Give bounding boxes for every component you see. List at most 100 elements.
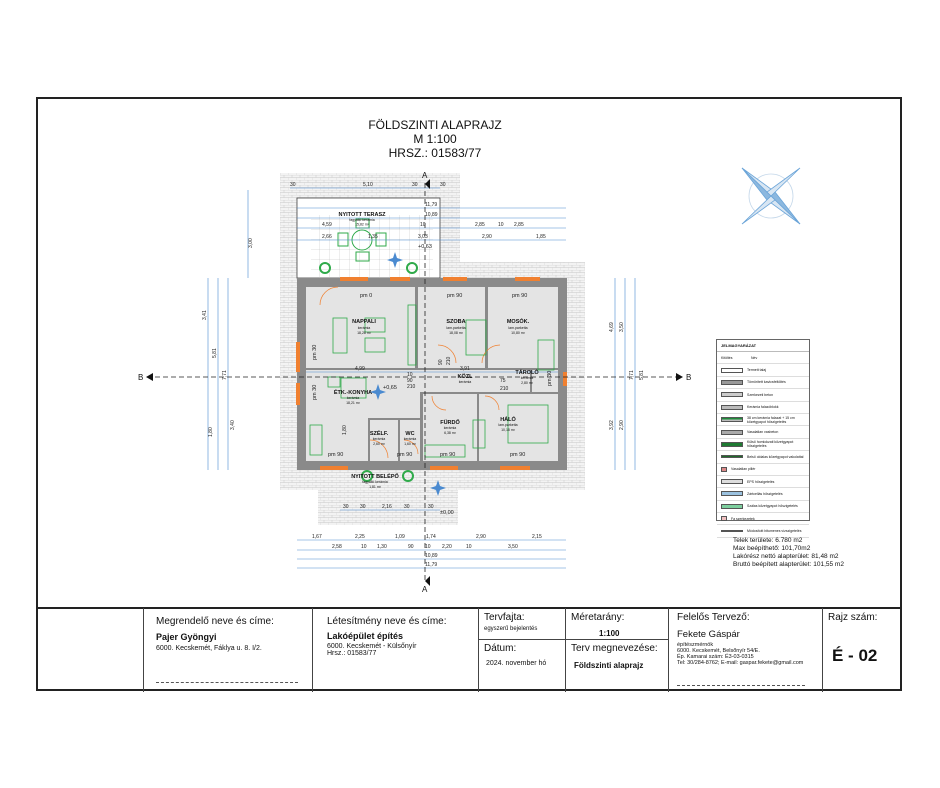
legend-item: Módosított bitumenes vízszigetelés (717, 525, 809, 538)
drawing-title: FÖLDSZINTI ALAPRAJZ M 1:100 HRSZ.: 01583… (360, 118, 510, 160)
client-name: Pajer Gyöngyi (156, 632, 217, 642)
svg-text:18,28 m²: 18,28 m² (357, 331, 372, 335)
dim-text: 90 (438, 359, 444, 365)
client-signature-line (156, 682, 298, 683)
dim-text: 3,00 (248, 238, 254, 248)
dim-text: 2,25 (355, 534, 365, 540)
dim-text: 30 (343, 504, 349, 510)
plan-type: egyszerű bejelentés (484, 626, 538, 632)
plan-type-cell: Tervfajta: egyszerű bejelentés Dátum: 20… (478, 608, 566, 692)
dim-text: 30 (412, 182, 418, 188)
svg-text:SZÉLF.: SZÉLF. (370, 429, 389, 437)
svg-text:2,80 m²: 2,80 m² (521, 381, 534, 385)
svg-text:TÁROLÓ: TÁROLÓ (515, 368, 539, 376)
area-line: Lakórész nettó alapterület: 81,48 m2 (733, 553, 839, 560)
drawing-frame (36, 97, 902, 691)
designer-cell: Felelős Tervező: Fekete Gáspár építészmé… (668, 608, 822, 692)
dim-text: 2,90 (482, 234, 492, 240)
parapet-label: pm 90 (510, 452, 525, 458)
designer-detail: Tel: 30/284-8762; E-mail: gaspar.fekete@… (677, 660, 804, 666)
svg-text:kerámia: kerámia (404, 437, 417, 441)
area-line: Max beépíthető: 101,70m2 (733, 545, 811, 552)
dim-text: 30 (360, 504, 366, 510)
svg-text:kerámia: kerámia (358, 326, 371, 330)
parapet-label: pm 30 (312, 345, 318, 360)
dim-text: 90 (407, 378, 413, 384)
dim-text: 11,79 (425, 202, 437, 208)
svg-text:fagyálló kerámia: fagyálló kerámia (362, 480, 388, 484)
dim-text: 90 (408, 544, 414, 550)
section-lines (155, 183, 678, 582)
parapet-label: pm 90 (440, 452, 455, 458)
dim-text: 4,99 (355, 366, 365, 372)
dim-text: 7,71 (629, 370, 635, 380)
parapet-label: pm 30 (312, 385, 318, 400)
dim-text: 3,41 (202, 310, 208, 320)
svg-text:kerámia: kerámia (347, 396, 360, 400)
dim-text: 1,35 (368, 234, 378, 240)
svg-text:10,80 m²: 10,80 m² (511, 331, 526, 335)
client-cell: Megrendelő neve és címe: Pajer Gyöngyi 6… (143, 608, 312, 692)
dim-text: 10,89 (425, 553, 438, 559)
facility-cell: Létesítmény neve és címe: Lakóépület épí… (312, 608, 478, 692)
dim-text: 10 (466, 544, 472, 550)
dim-text: 4,59 (322, 222, 332, 228)
terrace-tiles (311, 215, 433, 278)
section-mark-b-left: B (138, 373, 143, 382)
designer-detail: Ép. Kamarai szám: É3-03-0315 (677, 654, 754, 660)
designer-detail: 6000. Kecskemét, Belsőnyír 54/E. (677, 648, 760, 654)
legend-col-header: Kitöltés (721, 355, 733, 360)
svg-text:ÉTK.-KONYHA: ÉTK.-KONYHA (334, 388, 372, 396)
svg-text:1,81 m²: 1,81 m² (369, 485, 382, 489)
dim-text: 5,10 (363, 182, 373, 188)
svg-text:2,60 m²: 2,60 m² (373, 442, 386, 446)
dim-text: 4,69 (609, 322, 615, 332)
svg-text:SZOBA: SZOBA (446, 319, 465, 325)
dim-text: 1,67 (312, 534, 322, 540)
facility-hrsz: Hrsz.: 01583/77 (327, 650, 377, 657)
svg-text:18,21 m²: 18,21 m² (346, 401, 361, 405)
svg-text:kerámia: kerámia (521, 376, 534, 380)
legend-item: Belső oldalas kőzetgyapot vakolattal (717, 451, 809, 464)
dimension-lines (207, 187, 636, 569)
dim-text: 30 (404, 504, 410, 510)
dim-text: 30 (440, 182, 446, 188)
dim-text: 10 (361, 544, 367, 550)
north-arrow-icon (741, 167, 801, 225)
legend-item: Vasalatlan pillér (717, 464, 809, 476)
section-mark-a-top: A (422, 171, 428, 180)
cell-divider (566, 639, 669, 640)
legend-item: Kerámia falazóblokk (717, 402, 809, 414)
area-line: Bruttó beépített alapterület: 101,55 m2 (733, 561, 844, 568)
svg-text:NYITOTT TERASZ: NYITOTT TERASZ (339, 212, 387, 218)
legend-item: EPS hőszigetelés (717, 476, 809, 489)
dim-text: 3,40 (230, 420, 236, 430)
dim-text: 210 (407, 384, 416, 390)
designer-detail: építészmérnök (677, 642, 714, 648)
svg-text:10,18 m²: 10,18 m² (501, 428, 516, 432)
dim-text: 10 (407, 372, 413, 378)
dim-text: 2,66 (322, 234, 332, 240)
dim-text: 30 (428, 504, 434, 510)
section-mark-a-bottom: A (422, 585, 428, 594)
svg-text:kerámia: kerámia (444, 426, 457, 430)
interior-floor (306, 287, 558, 461)
dim-text: 1,09 (395, 534, 405, 540)
title-line: FÖLDSZINTI ALAPRAJZ (368, 118, 502, 132)
legend-item: Fa szerkezetek (717, 513, 809, 526)
scale-value: 1:100 (599, 629, 620, 638)
dim-text: 10,89 (425, 212, 438, 218)
legend-item: Zártcellás hőszigetelés (717, 488, 809, 501)
level-mark: +0,65 (383, 385, 397, 391)
svg-text:kerámia: kerámia (459, 380, 472, 384)
